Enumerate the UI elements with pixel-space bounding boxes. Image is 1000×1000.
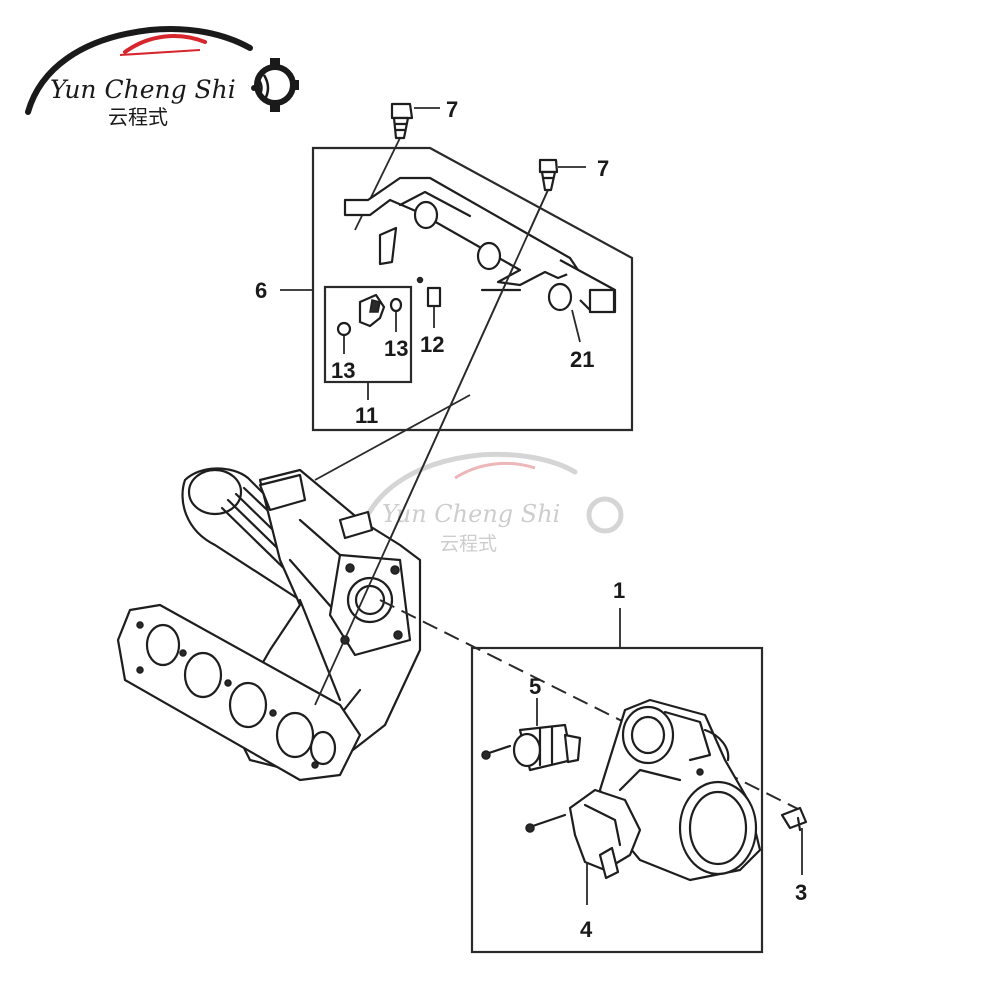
throttle-position-sensor [568,788,642,905]
throttle-body-frame [470,608,764,954]
brand-name-en: Yun Cheng Shi [50,75,236,104]
callout-13-right: 13 [384,336,408,361]
callout-11: 11 [355,403,378,428]
throttle-body [598,698,762,882]
brand-logo: Yun Cheng Shi 云程式 [25,25,299,129]
callout-12: 12 [420,332,444,357]
injector [336,293,403,400]
intake-manifold [116,467,422,782]
callout-labels: 7 7 6 12 13 13 11 21 1 5 3 4 [255,97,807,942]
callout-7-right: 7 [597,156,609,181]
fuel-rail [343,176,617,314]
watermark: Yun Cheng Shi 云程式 [357,451,624,555]
clip-12 [416,276,442,328]
callout-6: 6 [255,278,267,303]
gear-icon [254,58,299,112]
bolt-3 [780,806,808,875]
watermark-name-cn: 云程式 [440,533,497,555]
callout-13-left: 13 [331,358,355,383]
screw-left-upper [481,744,512,760]
screw-left-lower [525,813,567,833]
idle-control-valve [512,698,582,772]
brand-name-cn: 云程式 [108,105,168,129]
callout-5: 5 [529,674,541,699]
watermark-name-en: Yun Cheng Shi [382,500,560,528]
callout-4: 4 [580,917,593,942]
callout-21: 21 [570,347,594,372]
fuel-rail-frame [311,146,634,432]
callout-3: 3 [795,880,807,905]
callout-1: 1 [613,578,625,603]
callout-7-top: 7 [446,97,458,122]
signal-icon [251,74,270,102]
